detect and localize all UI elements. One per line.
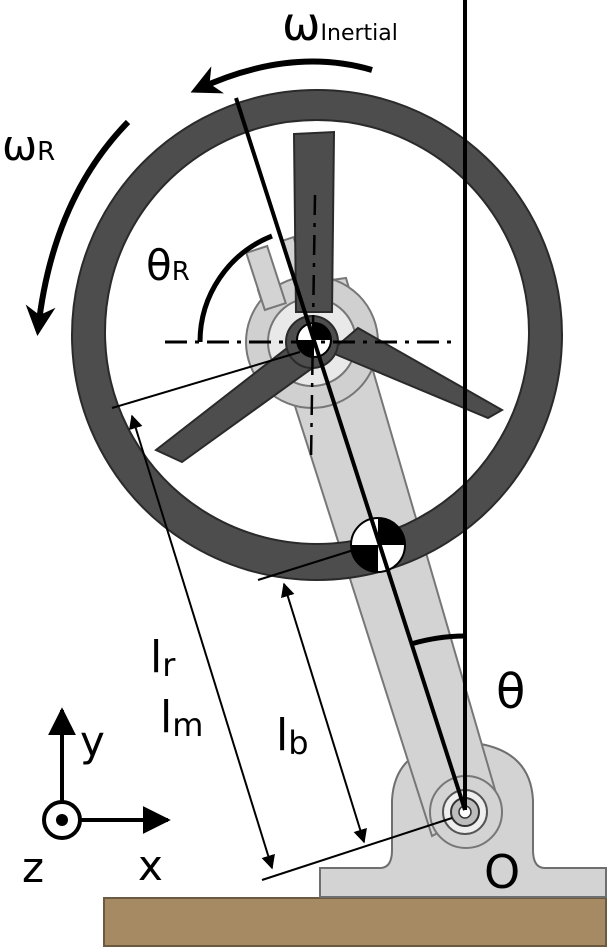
dim-tick-wheel-top: [111, 351, 301, 409]
wheel-spoke-right: [328, 326, 505, 420]
label-theta: θ: [496, 664, 525, 720]
wheel-spoke-upper: [292, 130, 336, 313]
label-axis-z: z: [22, 843, 44, 892]
omega-r-arrow: [25, 119, 131, 336]
label-l-b: lb: [276, 710, 309, 762]
label-origin: O: [484, 845, 520, 899]
coordinate-frame: [42, 707, 171, 840]
label-theta-r: θR: [146, 241, 190, 290]
label-omega-r: ωR: [2, 121, 55, 170]
label-axis-x: x: [138, 841, 163, 890]
ground-plank: [103, 897, 607, 947]
dim-tick-body: [257, 547, 361, 581]
dim-arrow-lm-lr: [129, 414, 275, 870]
dim-arrow-lb: [281, 582, 367, 844]
hub-vertical-dashdot: [309, 194, 317, 461]
omega-inertial-arrow: [190, 58, 373, 94]
theta-arc: [410, 633, 466, 647]
pendulum-axis-line: [234, 97, 467, 811]
pivot-pin: [442, 789, 488, 835]
label-omega-inertial: ωInertial: [282, 0, 398, 51]
label-l-r: lr: [150, 632, 176, 684]
label-axis-y: y: [80, 717, 105, 766]
dim-tick-base: [261, 817, 453, 881]
theta-r-arc: [197, 233, 273, 343]
label-l-m: lm: [160, 692, 203, 744]
